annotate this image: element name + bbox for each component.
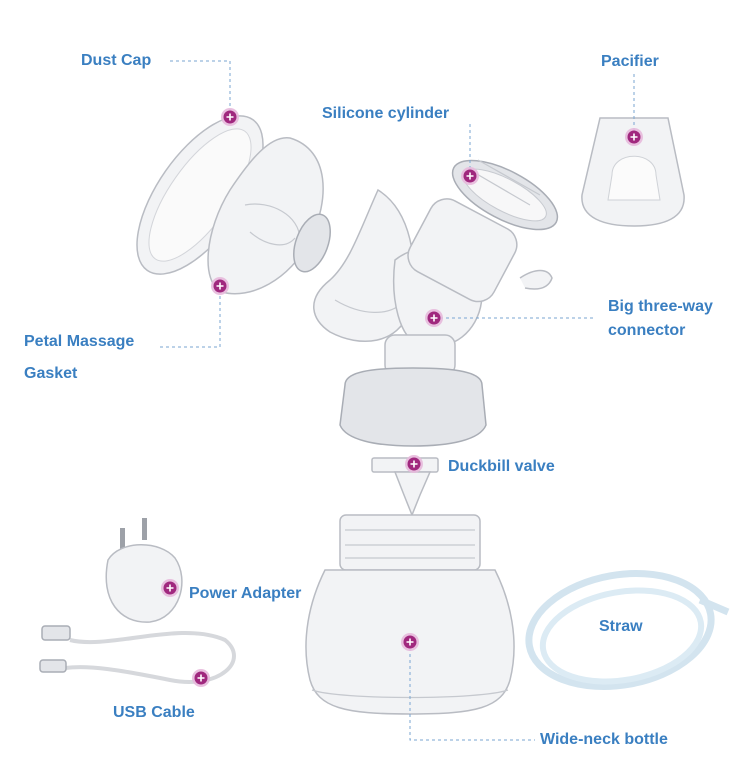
dust-cap-marker-icon — [220, 107, 240, 127]
big-connector-label-line2: connector — [608, 322, 686, 339]
bottle-collar-part — [339, 367, 487, 447]
straw-label: Straw — [599, 618, 643, 635]
pacifier-part — [581, 117, 685, 227]
dust-cap-part — [136, 115, 264, 275]
big-connector-label-line1: Big three-way — [608, 298, 713, 315]
power-adapter-part — [105, 518, 183, 623]
leader-lines — [160, 60, 635, 741]
leader-line-petal-gasket — [160, 286, 221, 348]
silicone-cylinder-label: Silicone cylinder — [322, 105, 450, 122]
petal-massage-label-line2: Gasket — [24, 365, 78, 382]
wide-neck-bottle-label: Wide-neck bottle — [540, 731, 668, 748]
petal-gasket-part — [207, 137, 331, 295]
usb-cable-part — [39, 625, 236, 684]
usb-cable-label: USB Cable — [113, 704, 195, 721]
leader-line-dust-cap — [170, 60, 231, 117]
petal-gasket-marker-icon — [210, 276, 230, 296]
pacifier-label: Pacifier — [601, 53, 659, 70]
power-adapter-label: Power Adapter — [189, 585, 302, 602]
big-connector-marker-icon — [424, 308, 444, 328]
duckbill-valve-label: Duckbill valve — [448, 458, 555, 475]
silicone-cylinder-marker-icon — [460, 166, 480, 186]
power-adapter-marker-icon — [160, 578, 180, 598]
wide-neck-bottle-marker-icon — [400, 632, 420, 652]
straw-part — [525, 570, 730, 690]
petal-massage-label-line1: Petal Massage — [24, 333, 135, 350]
duckbill-valve-marker-icon — [404, 454, 424, 474]
usb-cable-marker-icon — [191, 668, 211, 688]
duckbill-valve-part — [371, 457, 439, 518]
pacifier-marker-icon — [624, 127, 644, 147]
dust-cap-label: Dust Cap — [81, 52, 152, 69]
leader-line-wide-neck-bottle — [409, 642, 535, 741]
